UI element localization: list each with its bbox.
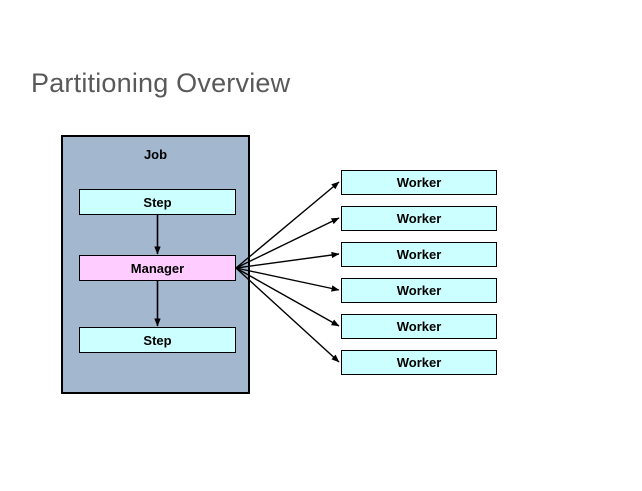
step-box-2[interactable]: Step	[79, 327, 236, 353]
manager-box[interactable]: Manager	[79, 255, 236, 281]
worker-box-2[interactable]: Worker	[341, 206, 497, 231]
worker-box-1[interactable]: Worker	[341, 170, 497, 195]
arrow-manager-to-worker-2	[235, 217, 340, 269]
arrow-manager-to-worker-4	[235, 267, 340, 292]
arrow-manager-to-worker-3	[235, 251, 340, 269]
step-box-1[interactable]: Step	[79, 189, 236, 215]
job-label: Job	[143, 147, 168, 162]
arrow-manager-to-worker-6	[235, 267, 340, 363]
worker-box-6[interactable]: Worker	[341, 350, 497, 375]
worker-box-3[interactable]: Worker	[341, 242, 497, 267]
page-title: Partitioning Overview	[31, 68, 291, 98]
arrow-manager-to-worker-5	[235, 267, 340, 327]
worker-box-4[interactable]: Worker	[341, 278, 497, 303]
arrow-manager-to-worker-1	[235, 181, 340, 269]
worker-box-5[interactable]: Worker	[341, 314, 497, 339]
